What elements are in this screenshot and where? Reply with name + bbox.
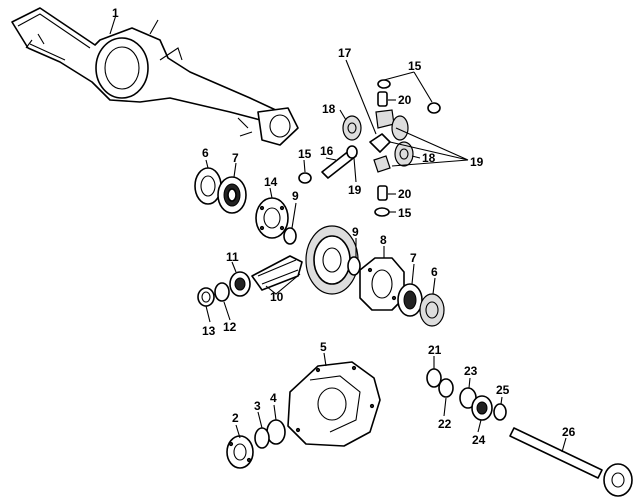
thrust-washer-small <box>427 102 441 114</box>
callout-26: 26 <box>562 425 576 439</box>
callout-15-bottom: 15 <box>398 206 412 220</box>
callout-2: 2 <box>232 411 239 425</box>
thrust-washer-left <box>298 172 312 184</box>
callout-20-top: 20 <box>398 93 412 107</box>
thrust-washer-top <box>377 79 391 89</box>
ring-gear-shim <box>347 256 361 276</box>
callout-5: 5 <box>320 340 327 354</box>
side-gear-left <box>342 115 362 141</box>
side-bearing-right <box>397 283 423 317</box>
callout-14: 14 <box>264 175 278 189</box>
callout-12: 12 <box>223 320 237 334</box>
callout-23: 23 <box>464 364 478 378</box>
pinion-shaft-pin-bottom <box>377 185 388 201</box>
callout-9-center: 9 <box>352 225 359 239</box>
side-gear-right-top <box>391 115 409 141</box>
axle-housing <box>11 7 299 146</box>
differential-carrier <box>287 361 381 447</box>
side-gear-right <box>394 141 414 167</box>
callout-labels: 1 2 3 4 5 6 6 7 7 8 9 9 10 11 12 13 14 1… <box>112 6 576 447</box>
thrust-washer-bottom <box>374 207 390 217</box>
oil-seal-pinion <box>266 419 286 445</box>
shim-left <box>283 227 297 245</box>
drive-pinion <box>251 255 303 291</box>
callout-11: 11 <box>226 250 239 264</box>
callout-18-top: 18 <box>322 102 336 116</box>
callout-8: 8 <box>380 233 387 247</box>
callout-15-top: 15 <box>408 59 422 73</box>
pinion-spacer <box>214 282 230 302</box>
pinion-bearing <box>229 271 251 297</box>
differential-case-left <box>255 197 289 239</box>
callout-9-left: 9 <box>292 189 299 203</box>
callout-1: 1 <box>112 6 119 20</box>
callout-6-right: 6 <box>431 265 438 279</box>
axle-bearing-seal <box>438 378 454 398</box>
axle-shaft-bearing <box>471 395 493 421</box>
callout-22: 22 <box>438 417 452 431</box>
pinion-gear-lower <box>373 155 391 173</box>
callout-15-left: 15 <box>298 147 312 161</box>
callout-7-right: 7 <box>410 251 417 265</box>
callout-10: 10 <box>270 290 284 304</box>
pinion-gear-top <box>375 109 395 129</box>
callout-18-right: 18 <box>422 151 436 165</box>
pinion-shaft <box>321 145 358 179</box>
callout-3: 3 <box>254 399 261 413</box>
callout-19-left: 19 <box>348 183 362 197</box>
pinion-gear-center <box>369 133 391 153</box>
leader-lines <box>109 14 567 453</box>
side-bearing-left <box>217 176 247 214</box>
pinion-shaft-pin-top <box>377 91 388 107</box>
axle-shaft <box>509 427 633 497</box>
callout-4: 4 <box>270 391 277 405</box>
pinion-nut <box>197 287 215 307</box>
axle-shaft-seal <box>493 403 507 421</box>
callout-24: 24 <box>472 433 486 447</box>
callout-19-right: 19 <box>470 155 484 169</box>
callout-25: 25 <box>496 383 510 397</box>
callout-7-left: 7 <box>232 151 239 165</box>
callout-17: 17 <box>338 46 352 60</box>
oil-seal-left <box>194 167 222 205</box>
callout-20-bottom: 20 <box>398 187 412 201</box>
callout-21: 21 <box>428 343 442 357</box>
collapsible-spacer <box>254 427 270 449</box>
companion-flange <box>226 435 254 469</box>
callout-6-left: 6 <box>202 146 209 160</box>
callout-13: 13 <box>202 324 216 338</box>
oil-seal-right <box>419 293 445 327</box>
callout-16: 16 <box>320 144 334 158</box>
